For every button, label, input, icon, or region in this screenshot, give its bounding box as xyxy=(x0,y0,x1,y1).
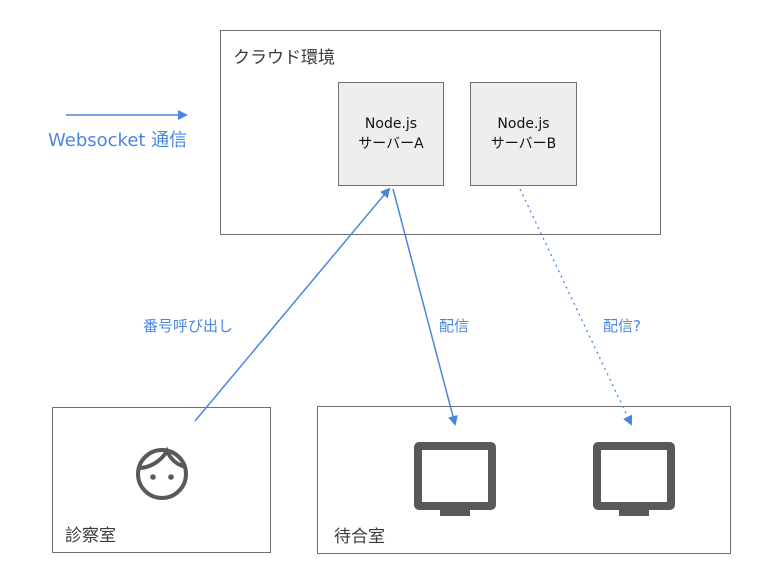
waiting-room-box: 待合室 xyxy=(317,406,731,554)
cloud-environment-label: クラウド環境 xyxy=(233,48,335,68)
legend-label: Websocket 通信 xyxy=(48,130,188,151)
server-a-label: サーバーA xyxy=(358,136,424,152)
exam-room-label: 診察室 xyxy=(65,526,116,546)
server-b-label: サーバーB xyxy=(490,136,557,152)
server-b: Node.js サーバーB xyxy=(470,82,577,186)
call-label: 番号呼び出し xyxy=(143,317,234,335)
exam-room-box: 診察室 xyxy=(52,407,271,553)
server-b-name: Node.js xyxy=(497,116,550,132)
waiting-room-label: 待合室 xyxy=(334,527,385,547)
server-a-name: Node.js xyxy=(364,116,418,132)
deliver-question-label: 配信? xyxy=(603,317,641,335)
deliver-label: 配信 xyxy=(439,317,470,335)
server-a: Node.js サーバーA xyxy=(338,82,444,186)
